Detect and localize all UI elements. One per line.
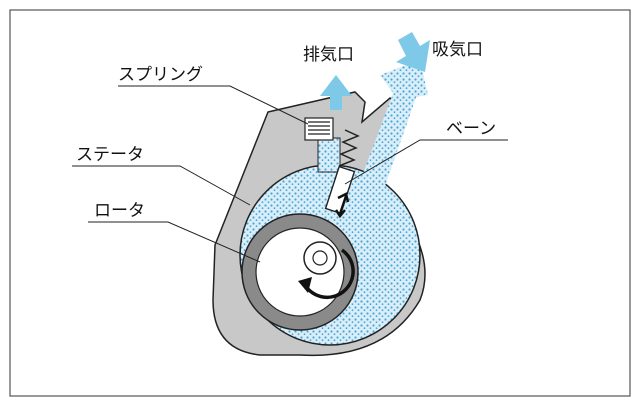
vane-label: ベーン [446, 119, 497, 139]
vane-motion-arrow [334, 192, 350, 219]
rotor-shaft-center [312, 250, 328, 266]
spring-label: スプリング [118, 65, 203, 85]
vane-spring [338, 129, 360, 167]
intake-port-label: 吸気口 [432, 40, 483, 60]
intake-channel [355, 88, 418, 200]
stator-label: ステータ [76, 145, 144, 165]
rotor-inner [255, 227, 345, 317]
valve-spring-coil [308, 121, 330, 135]
vane [324, 165, 356, 215]
leader-stator [72, 165, 251, 206]
leader-vane [344, 139, 508, 185]
intake-flow-arrow [396, 32, 430, 72]
exhaust-flow-arrow [320, 75, 352, 110]
exhaust-valve [304, 117, 334, 141]
leader-rotor [88, 221, 261, 263]
outer-border [9, 9, 631, 397]
exhaust-channel [317, 137, 341, 173]
rotation-arrow [303, 248, 355, 300]
leader-spring [118, 85, 309, 125]
rotor-label: ロータ [94, 201, 145, 221]
exhaust-port-label: 排気口 [303, 45, 354, 65]
rotation-arrowhead [298, 277, 312, 293]
intake-gas-particles [380, 60, 428, 100]
